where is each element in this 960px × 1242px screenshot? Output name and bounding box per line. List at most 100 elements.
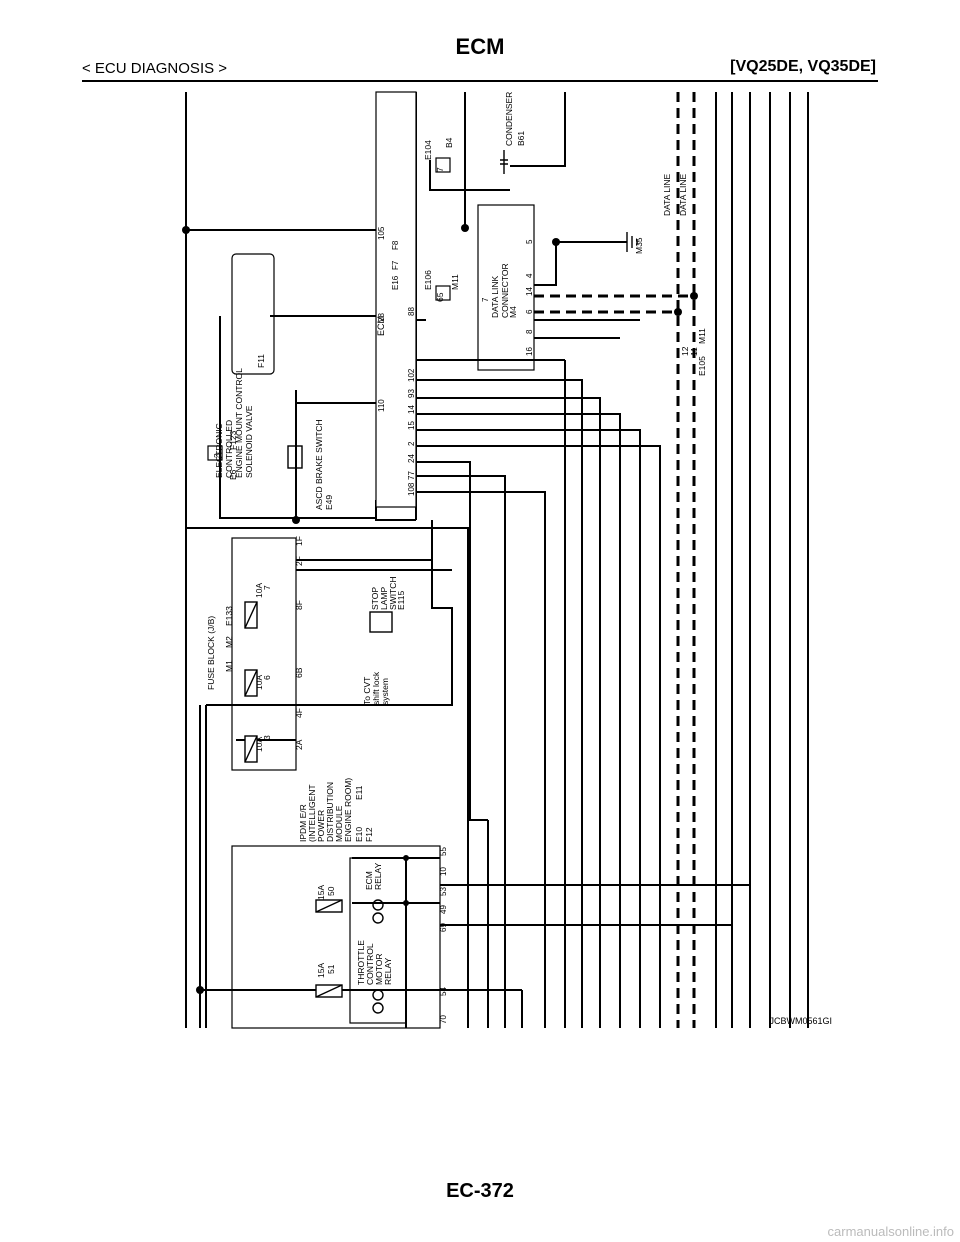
stop-lamp-connector: E115 xyxy=(396,591,406,610)
ecm-pin: 14 xyxy=(407,405,416,414)
ecm-connector-f8: F8 xyxy=(391,240,400,250)
fuse-pin-8f: 8F xyxy=(294,600,304,610)
engine-models: [VQ25DE, VQ35DE] xyxy=(730,58,876,75)
watermark: carmanualsonline.info xyxy=(827,1224,954,1239)
fuse-block-connector-3: E133 xyxy=(224,606,234,626)
section-label: < ECU DIAGNOSIS > xyxy=(82,60,228,77)
ipdm-pin: 55 xyxy=(439,847,448,856)
ipdm-fuse-50-num: 50 xyxy=(326,886,336,896)
fuse-6-amp: 10A xyxy=(254,675,264,690)
joint-e104-connector: E104 xyxy=(423,140,433,160)
stop-lamp-line-2: LAMP xyxy=(379,587,389,610)
ecm-pin: 15 xyxy=(407,421,416,430)
etc-valve-line-4: SOLENOID VALVE xyxy=(244,405,254,478)
etc-valve-line-2: CONTROLLED xyxy=(224,420,234,478)
ipdm-fuse-51-amp: 15A xyxy=(316,963,326,978)
ecm-pin: 93 xyxy=(407,389,416,398)
etc-valve-line-3: ENGINE MOUNT CONTROL xyxy=(234,368,244,478)
fuse-block-connector-1: M1 xyxy=(224,660,234,672)
stop-lamp-line-1: STOP xyxy=(370,587,380,610)
ecm-pin: 105 xyxy=(377,226,386,240)
dlc-pin: 14 xyxy=(525,287,534,296)
ground-icon xyxy=(626,232,638,252)
ecm-pin: 77 xyxy=(407,471,416,480)
joint-m11-connector: M11 xyxy=(450,274,460,290)
header-rule xyxy=(82,80,878,82)
ecm-label: ECM xyxy=(376,316,386,336)
ipdm-line-1: IPDM E/R xyxy=(298,804,308,842)
fuse-7-num: 7 xyxy=(262,585,272,590)
fuse-pin-2f: 2F xyxy=(294,556,304,566)
ecm-connector-e16: E16 xyxy=(391,275,400,290)
ipdm-fuse-50-amp: 15A xyxy=(316,885,326,900)
ipdm-pin: 53 xyxy=(439,887,448,896)
ipdm-line-5: MODULE xyxy=(334,805,344,842)
ipdm-connector-e10: E10 xyxy=(354,827,364,842)
ipdm-line-4: DISTRIBUTION xyxy=(325,782,335,842)
ipdm-line-3: POWER xyxy=(316,810,326,842)
ecm-pin: 108 xyxy=(407,482,416,496)
fuse-pin-4f: 4F xyxy=(294,708,304,718)
ecm-relay-line-2: RELAY xyxy=(373,862,383,890)
ecm-relay-line-1: ECM xyxy=(364,871,374,890)
joint-b4-connector: B4 xyxy=(444,137,454,148)
stop-lamp-line-3: SWITCH xyxy=(388,576,398,610)
ipdm-pin: 49 xyxy=(439,905,448,914)
ipdm-pin: 54 xyxy=(439,987,448,996)
fuse-symbols xyxy=(244,601,343,998)
ecm-pin: 110 xyxy=(377,399,386,412)
ecm-connector-f7: F7 xyxy=(391,260,400,270)
joint-e105-connector: E105 xyxy=(697,356,707,376)
joint-m11b-connector: M11 xyxy=(697,328,707,344)
joint-e105-pin-12: 12 xyxy=(680,346,690,356)
joint-e105-pin-11: 11 xyxy=(689,347,699,356)
ascd-switch-connector: E49 xyxy=(324,495,334,510)
throttle-relay-line-4: RELAY xyxy=(383,957,393,985)
fuse-block-label: FUSE BLOCK (J/B) xyxy=(206,616,216,690)
joint-e6-connector: E6 xyxy=(228,469,238,480)
dlc-pin: 8 xyxy=(525,329,534,334)
dlc-pin: 5 xyxy=(525,239,534,244)
stop-lamp-note-2: shift lock xyxy=(371,671,381,705)
stop-lamp-note-3: system xyxy=(380,678,390,705)
fuse-6-num: 6 xyxy=(262,675,272,680)
ecm-pin: 24 xyxy=(407,454,416,463)
ipdm-line-2: (INTELLIGENT xyxy=(307,784,317,842)
ecm-pin: 28 xyxy=(377,313,386,322)
fuse-pin-2a: 2A xyxy=(294,739,304,750)
page-number: EC-372 xyxy=(446,1180,514,1202)
dlc-pin: 16 xyxy=(525,347,534,356)
page-title: ECM xyxy=(455,34,505,59)
fuse-3-amp: 10A xyxy=(254,737,264,752)
data-link-connector: M4 xyxy=(508,306,518,318)
connector-labels: ELECTRONIC CONTROLLED ENGINE MOUNT CONTR… xyxy=(206,92,707,985)
junction-dots xyxy=(182,224,698,994)
joint-e106-pin: 65 xyxy=(435,292,445,302)
ipdm-connector-e11: E11 xyxy=(354,785,364,800)
ecm-box xyxy=(375,91,417,508)
condenser-label: CONDENSER xyxy=(504,92,514,146)
ecm-pin: 88 xyxy=(407,307,416,316)
ecm-pin: 2 xyxy=(407,441,416,446)
data-link-line-1: DATA LINK xyxy=(490,275,500,318)
etc-valve-connector: F11 xyxy=(256,354,266,368)
ipdm-pins: 55 10 53 49 69 54 70 xyxy=(439,847,448,1024)
ipdm-line-6: ENGINE ROOM) xyxy=(343,778,353,842)
data-link-ground: M35 xyxy=(634,237,644,254)
switch-glyphs xyxy=(287,150,508,1014)
dlc-pin: 6 xyxy=(525,309,534,314)
joint-e6-pin: 3 xyxy=(212,453,222,458)
figure-id: JCBWM0561GI xyxy=(769,1016,832,1026)
joint-e104-pin: 7 xyxy=(435,167,445,172)
fuse-block-connector-2: M2 xyxy=(224,636,234,648)
data-link-line-2: CONNECTOR xyxy=(500,263,510,318)
ecm-pin-labels: 108 77 24 2 15 14 93 102 110 28 88 105 E… xyxy=(377,226,416,496)
fuse-pin-1f: 1F xyxy=(294,536,304,546)
fuse-pin-6b: 6B xyxy=(294,667,304,678)
fuse-7-amp: 10A xyxy=(254,583,264,598)
joint-e106-connector: E106 xyxy=(423,270,433,290)
ipdm-pin: 10 xyxy=(439,867,448,876)
fuse-3-num: 3 xyxy=(262,735,272,740)
data-link-pins: 5 4 14 6 8 16 7 xyxy=(481,239,534,356)
